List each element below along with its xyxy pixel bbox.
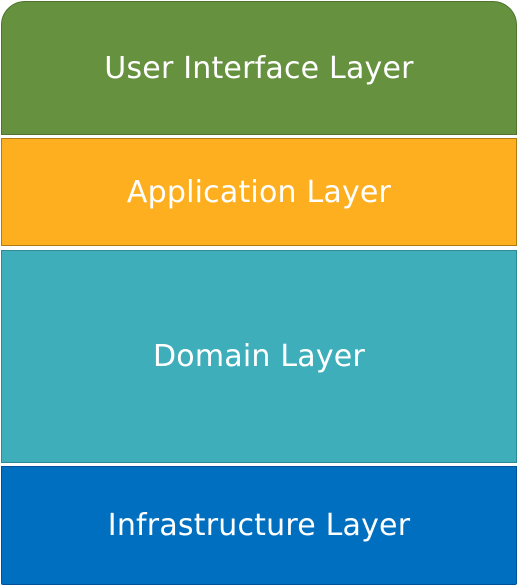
user-interface-layer-label: User Interface Layer <box>104 50 414 86</box>
domain-layer-box: Domain Layer <box>1 250 517 463</box>
application-layer-box: Application Layer <box>1 138 517 246</box>
infrastructure-layer-box: Infrastructure Layer <box>1 466 517 585</box>
application-layer-label: Application Layer <box>126 174 392 210</box>
infrastructure-layer-label: Infrastructure Layer <box>107 508 411 543</box>
domain-layer-label: Domain Layer <box>153 339 365 374</box>
user-interface-layer-box: User Interface Layer <box>1 1 517 135</box>
